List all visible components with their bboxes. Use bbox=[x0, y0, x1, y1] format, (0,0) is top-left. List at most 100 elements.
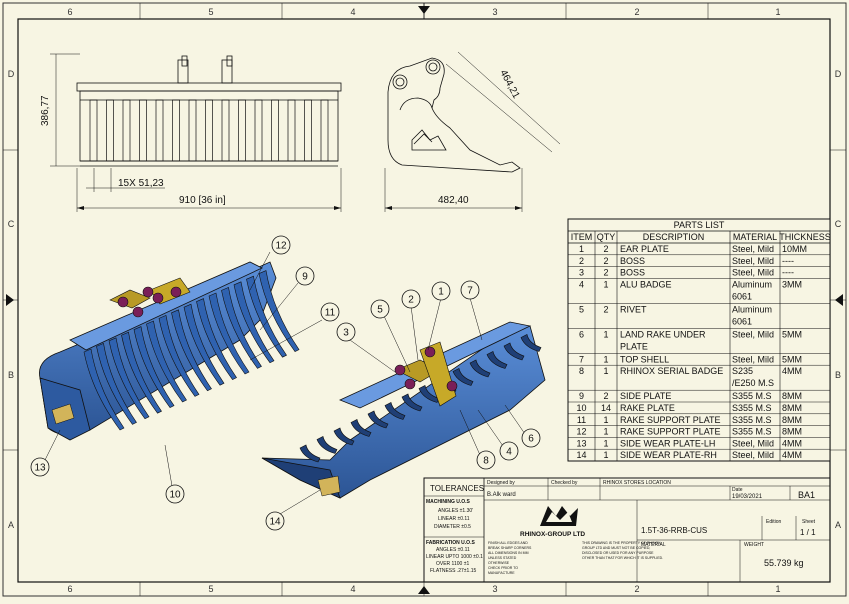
parts-qty: 2 bbox=[603, 244, 608, 254]
tolerances-label: TOLERANCES bbox=[430, 484, 484, 493]
parts-header-material: MATERIAL bbox=[733, 232, 777, 242]
parts-qty: 1 bbox=[603, 279, 608, 289]
zone-label-right-B: B bbox=[835, 370, 841, 380]
right-rake-tine bbox=[401, 393, 423, 412]
left-rake-tine bbox=[133, 326, 175, 408]
parts-material: Steel, Mild bbox=[732, 244, 774, 254]
left-tines bbox=[83, 270, 300, 431]
balloon-label: 11 bbox=[325, 308, 336, 319]
zone-label-4: 4 bbox=[350, 7, 355, 17]
parts-material: 6061 bbox=[732, 316, 752, 326]
right-rake-tine bbox=[299, 444, 321, 463]
balloon-label: 8 bbox=[483, 456, 489, 467]
machining-line-1: ANGLES ±1.30' bbox=[438, 508, 473, 514]
parts-description: PLATE bbox=[620, 341, 648, 351]
parts-description: EAR PLATE bbox=[620, 244, 669, 254]
leader-lines bbox=[44, 251, 526, 515]
centering-arrows bbox=[6, 3, 843, 594]
right-tines bbox=[299, 334, 542, 463]
right-rake-tine bbox=[316, 436, 338, 454]
balloon-label: 10 bbox=[169, 490, 181, 501]
front-tine bbox=[205, 99, 213, 162]
machining-title: MACHINING U.O.S bbox=[426, 499, 471, 505]
front-tine bbox=[238, 99, 246, 162]
right-rake-tine bbox=[503, 342, 525, 361]
iso-view-right bbox=[261, 321, 546, 499]
parts-description: SIDE WEAR PLATE-RH bbox=[620, 450, 717, 460]
parts-material: Aluminum bbox=[732, 304, 772, 314]
balloon-14 bbox=[265, 511, 285, 531]
parts-description: RIVET bbox=[620, 304, 647, 314]
parts-item: 3 bbox=[579, 268, 584, 278]
left-rake-tine bbox=[233, 281, 275, 364]
front-tine bbox=[122, 99, 131, 162]
right-rake-tine bbox=[486, 351, 508, 369]
parts-item: 6 bbox=[579, 329, 584, 339]
balloon-5 bbox=[370, 299, 390, 319]
left-rake-tine bbox=[208, 292, 250, 375]
fine-print-6: CHECK PRIOR TO bbox=[488, 566, 518, 570]
parts-material: S355 M.S bbox=[732, 415, 772, 425]
dim-side-width: 482,40 bbox=[438, 195, 469, 206]
parts-item: 5 bbox=[579, 304, 584, 314]
parts-material: Steel, Mild bbox=[732, 329, 774, 339]
left-rake-tine bbox=[196, 298, 237, 380]
front-tine bbox=[188, 99, 197, 162]
zone-label-1: 1 bbox=[775, 7, 780, 17]
parts-thickness: 3MM bbox=[782, 279, 802, 289]
parts-item: 10 bbox=[576, 403, 586, 413]
front-tine bbox=[89, 99, 98, 162]
parts-description: BOSS bbox=[620, 268, 645, 278]
right-rake-tine bbox=[333, 427, 355, 446]
dim-side-diag: 464,21 bbox=[497, 68, 521, 101]
parts-description: LAND RAKE UNDER bbox=[620, 329, 706, 339]
side-view bbox=[387, 57, 521, 173]
parts-description: BOSS bbox=[620, 256, 645, 266]
machining-line-2: LINEAR ±0.11 bbox=[438, 516, 470, 522]
center-arrow-right bbox=[835, 294, 843, 306]
right-rake-tine bbox=[367, 410, 389, 429]
balloon-4 bbox=[499, 441, 519, 461]
balloon-3 bbox=[336, 322, 356, 342]
dim-height: 386,77 bbox=[40, 95, 51, 126]
fine-print-2: BREAK SHARP CORNERS bbox=[488, 546, 532, 550]
left-rake-tine bbox=[146, 320, 187, 403]
parts-material: S355 M.S bbox=[732, 427, 772, 437]
zone-labels-top: 6 5 4 3 2 1 bbox=[67, 7, 780, 17]
zone-labels-bottom: 6 5 4 3 2 1 bbox=[67, 584, 780, 594]
parts-header-description: DESCRIPTION bbox=[643, 232, 705, 242]
left-rake-tine bbox=[83, 348, 125, 431]
location-label: RHINOX STORES LOCATION bbox=[603, 480, 671, 486]
parts-qty: 2 bbox=[603, 391, 608, 401]
dim-pitch: 15X 51,23 bbox=[118, 178, 164, 189]
left-rake-tine bbox=[158, 314, 200, 397]
balloon-6 bbox=[521, 428, 541, 448]
sheet-size: BA1 bbox=[798, 490, 815, 500]
sheet-value: 1 / 1 bbox=[800, 528, 816, 537]
notice-line-3: DISCLOSED OR USED FOR ANY PURPOSE bbox=[582, 551, 654, 555]
zone-label-left-A: A bbox=[8, 520, 14, 530]
parts-description: RAKE SUPPORT PLATE bbox=[620, 427, 721, 437]
parts-material: Steel, Mild bbox=[732, 438, 774, 448]
fine-print-3: ALL DIMENSIONS IN MM bbox=[488, 551, 529, 555]
zone-label-bottom-2: 2 bbox=[634, 584, 639, 594]
parts-header-qty: QTY bbox=[597, 232, 616, 242]
parts-thickness: 8MM bbox=[782, 427, 802, 437]
zone-label-5: 5 bbox=[208, 7, 213, 17]
balloon-label: 2 bbox=[408, 295, 414, 306]
fine-print-7: MANUFACTURE bbox=[488, 571, 515, 575]
fine-print-5: OTHERWISE bbox=[488, 561, 510, 565]
parts-material: Steel, Mild bbox=[732, 450, 774, 460]
front-tine bbox=[106, 99, 114, 162]
parts-item: 12 bbox=[576, 427, 586, 437]
parts-thickness: 4MM bbox=[782, 366, 802, 376]
parts-material: S235 bbox=[732, 366, 753, 376]
